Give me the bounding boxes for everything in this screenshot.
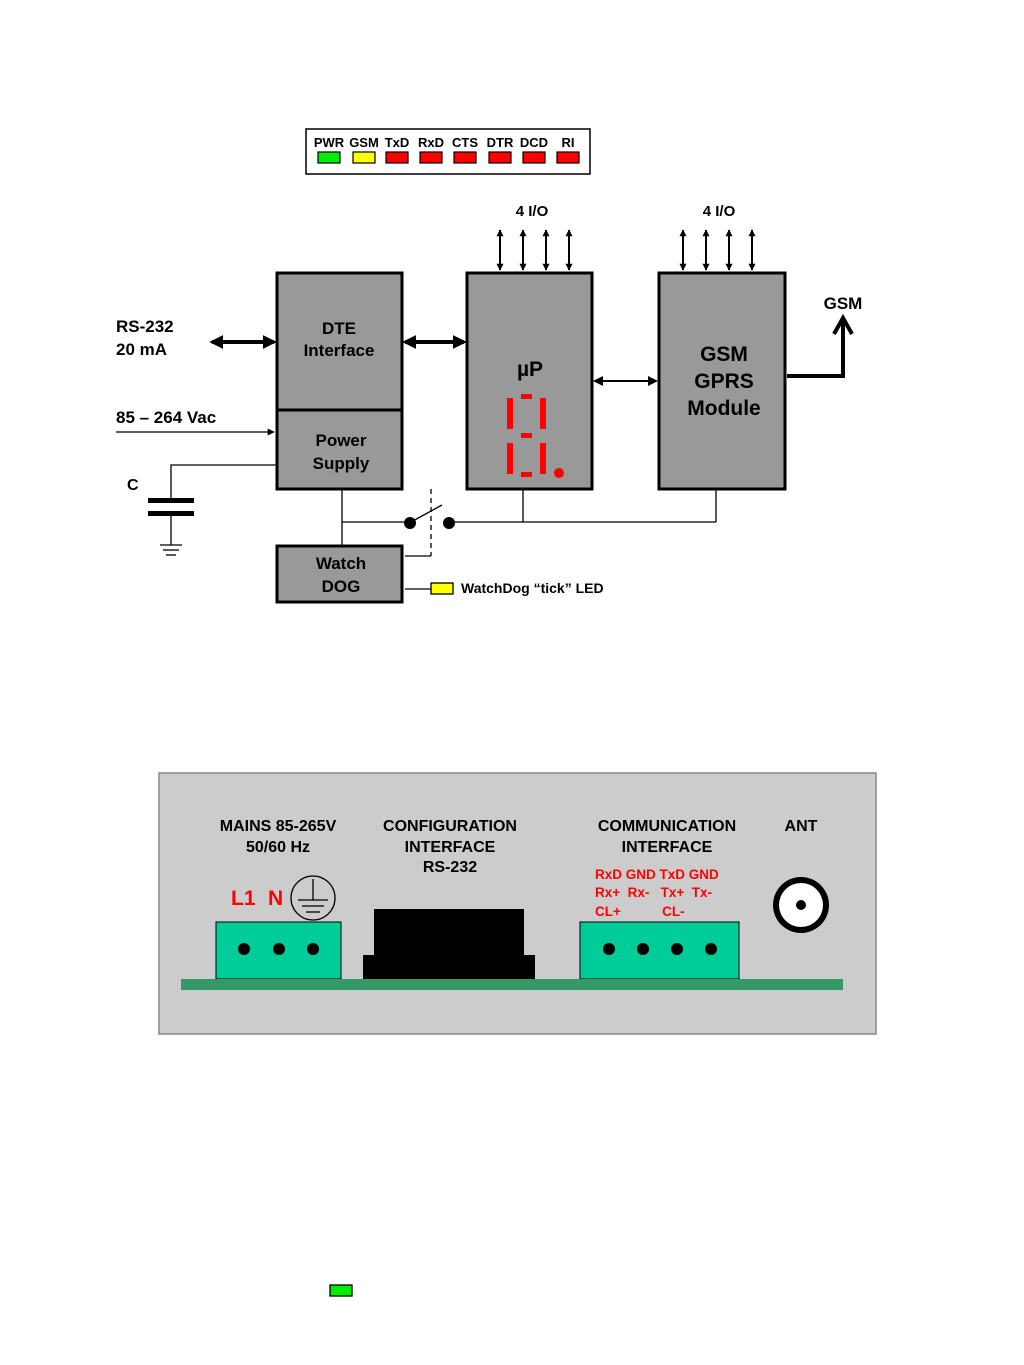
led-indicator-txd	[385, 151, 409, 164]
config-label-line3: RS-232	[423, 859, 477, 876]
watchdog-block	[275, 544, 404, 604]
watchdog-label-line1: Watch	[316, 554, 366, 573]
gsm-module-line3: Module	[687, 397, 761, 420]
switch-contact-right	[443, 517, 455, 529]
io-label-gsm-module: 4 I/O	[703, 203, 736, 220]
watchdog-tick-led	[430, 582, 454, 595]
capacitor-wire	[170, 464, 277, 500]
pin-labels-row2: Rx+ Rx- Tx+ Tx-	[595, 885, 712, 900]
microprocessor-label: µP	[517, 358, 543, 381]
led-label-dtr: DTR	[487, 135, 514, 150]
switch-contact-left	[404, 517, 416, 529]
seven-segment-display	[507, 394, 564, 478]
io-arrows-gsm-module	[679, 229, 756, 271]
led-label-cts: CTS	[452, 135, 478, 150]
front-panel: MAINS 85-265V 50/60 Hz L1 N CONFIGURATIO…	[158, 772, 877, 1035]
watchdog-led-label: WatchDog “tick” LED	[461, 580, 604, 596]
power-input-label: 85 – 264 Vac	[116, 408, 216, 427]
rs232-label-line2: 20 mA	[116, 340, 167, 359]
led-indicator-ri	[556, 151, 580, 164]
rs232-label-line1: RS-232	[116, 317, 174, 336]
panel-background	[158, 772, 877, 1035]
capacitor-plate-bottom	[148, 511, 194, 516]
n-label: N	[268, 887, 283, 910]
terminal-screw	[307, 943, 319, 955]
led-label-gsm: GSM	[349, 135, 379, 150]
led-indicator-dtr	[488, 151, 512, 164]
dte-label-line1: DTE	[322, 319, 356, 338]
psu-label-line1: Power	[315, 431, 366, 450]
power-led-sample	[329, 1284, 353, 1297]
config-label-line1: CONFIGURATION	[383, 818, 517, 835]
gsm-gprs-module-block	[657, 271, 787, 491]
gsm-module-line2: GPRS	[694, 370, 754, 393]
rs232-db9-connector	[363, 909, 535, 979]
led-indicator-gsm	[352, 151, 376, 164]
led-label-pwr: PWR	[314, 135, 345, 150]
antenna-arrowhead	[832, 313, 854, 335]
pin-labels-row3: CL+ CL-	[595, 904, 685, 919]
led-label-ri: RI	[562, 135, 575, 150]
io-arrows-microprocessor	[496, 229, 573, 271]
comm-label-line2: INTERFACE	[622, 839, 713, 856]
io-label-microprocessor: 4 I/O	[516, 203, 549, 220]
led-indicator-rxd	[419, 151, 443, 164]
block-diagram: 4 I/O 4 I/O DTE Interface Power Supply µ…	[116, 203, 863, 604]
led-label-txd: TxD	[385, 135, 410, 150]
led-label-rxd: RxD	[418, 135, 444, 150]
led-status-panel: PWR GSM TxD RxD CTS DTR DCD RI	[305, 128, 591, 175]
led-row: PWR GSM TxD RxD CTS DTR DCD RI	[314, 135, 580, 164]
ant-label: ANT	[785, 818, 818, 835]
capacitor-label: C	[127, 477, 139, 494]
mains-label-line1: MAINS 85-265V	[220, 818, 337, 835]
watchdog-label-line2: DOG	[322, 577, 361, 596]
antenna-connector-icon	[773, 877, 829, 933]
segment	[540, 398, 546, 429]
segment	[521, 433, 532, 438]
segment	[507, 443, 513, 474]
segment	[521, 394, 532, 399]
antenna-label: GSM	[824, 294, 863, 313]
comm-label-line1: COMMUNICATION	[598, 818, 736, 835]
terminal-screw	[273, 943, 285, 955]
led-indicator-dcd	[522, 151, 546, 164]
capacitor-plate-top	[148, 498, 194, 503]
terminal-screw	[238, 943, 250, 955]
mains-label-line2: 50/60 Hz	[246, 839, 310, 856]
pin-labels-row1: RxD GND TxD GND	[595, 867, 719, 882]
segment	[507, 398, 513, 429]
dte-label-line2: Interface	[304, 341, 375, 360]
power-supply-block	[275, 408, 404, 491]
segment	[540, 443, 546, 474]
gsm-module-line1: GSM	[700, 343, 748, 366]
terminal-screw	[671, 943, 683, 955]
l1-label: L1	[231, 887, 256, 910]
terminal-screw	[705, 943, 717, 955]
ground-symbol	[160, 516, 182, 556]
reset-bus-wiring	[341, 489, 717, 557]
pcb-board	[181, 979, 843, 990]
led-label-dcd: DCD	[520, 135, 548, 150]
terminal-screw	[603, 943, 615, 955]
terminal-screw	[637, 943, 649, 955]
segment	[521, 472, 532, 477]
led-indicator-pwr	[317, 151, 341, 164]
antenna-line	[787, 322, 845, 378]
microprocessor-block	[465, 271, 594, 491]
earth-ground-icon	[290, 875, 336, 921]
psu-label-line2: Supply	[313, 454, 370, 473]
led-indicator-cts	[453, 151, 477, 164]
decimal-point	[554, 468, 564, 478]
config-label-line2: INTERFACE	[405, 839, 496, 856]
dte-interface-block	[275, 271, 404, 412]
